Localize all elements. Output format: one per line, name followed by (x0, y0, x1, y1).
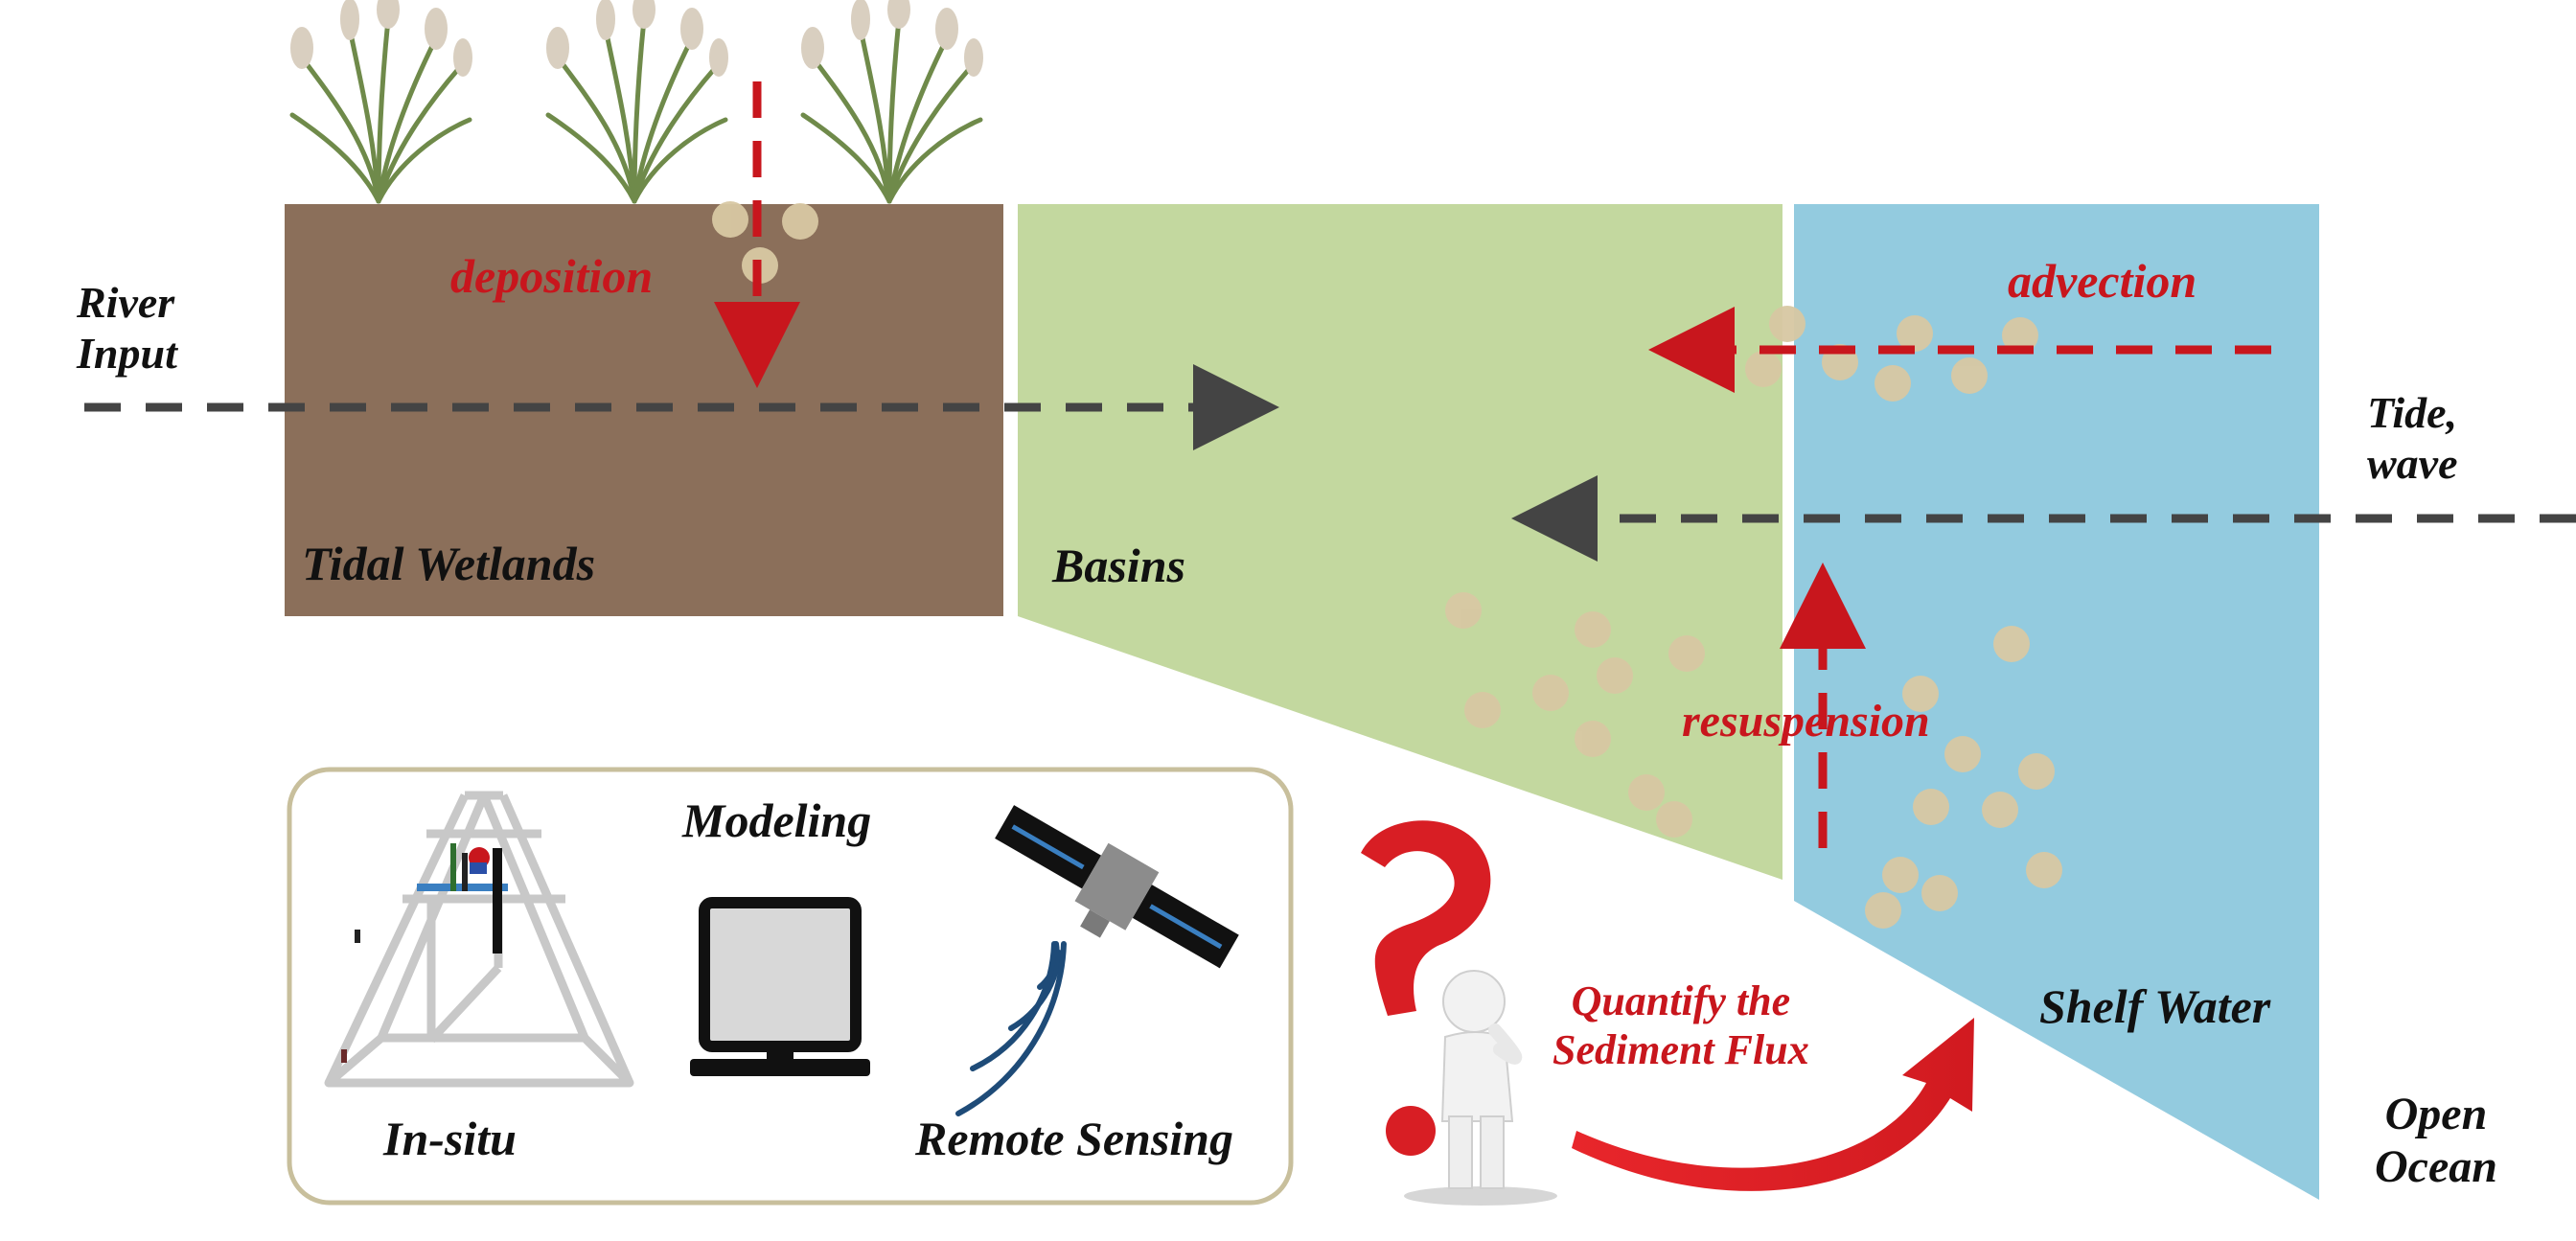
satellite-icon (995, 805, 1239, 969)
modeling-label: Modeling (682, 793, 872, 847)
quantify-flux-label: Quantify the Sediment Flux (1552, 977, 1809, 1074)
shelf-water-zone (1794, 204, 2319, 1200)
basins-label: Basins (1052, 539, 1185, 592)
shelf-water-label: Shelf Water (2039, 979, 2271, 1033)
advection-label: advection (2008, 254, 2197, 308)
thinking-person-icon (1404, 970, 1557, 1206)
reed-plant-icon (800, 0, 983, 204)
in-situ-instruments (341, 843, 508, 1063)
resuspension-label: resuspension (1682, 696, 1930, 747)
open-ocean-label-line1: Open (2384, 1089, 2488, 1139)
sediment-particles (712, 201, 2062, 929)
quantify-flux-label-line2: Sediment Flux (1552, 1025, 1809, 1073)
river-input-label-line2: Input (77, 328, 177, 378)
in-situ-tripod-icon (324, 791, 634, 1088)
reed-plant-icon (545, 0, 728, 204)
river-input-label: River Input (77, 278, 177, 379)
river-input-label-line1: River (77, 278, 175, 327)
in-situ-label: In-situ (383, 1112, 517, 1165)
question-mark-icon (1361, 820, 1491, 1156)
tide-wave-label: Tide, wave (2367, 388, 2458, 490)
deposition-label: deposition (450, 249, 654, 303)
quantify-flux-arrow (1572, 1018, 1974, 1191)
tide-wave-label-line2: wave (2367, 438, 2458, 488)
tide-wave-label-line1: Tide, (2367, 388, 2458, 437)
signal-waves-icon (955, 941, 1067, 1116)
remote-sensing-label: Remote Sensing (915, 1112, 1233, 1165)
tidal-wetlands-label: Tidal Wetlands (302, 537, 596, 590)
quantify-flux-label-line1: Quantify the (1571, 977, 1791, 1024)
open-ocean-label: Open Ocean (2375, 1088, 2497, 1193)
reed-plant-icon (289, 0, 472, 204)
open-ocean-label-line2: Ocean (2375, 1141, 2497, 1193)
computer-monitor-icon (690, 897, 870, 1076)
